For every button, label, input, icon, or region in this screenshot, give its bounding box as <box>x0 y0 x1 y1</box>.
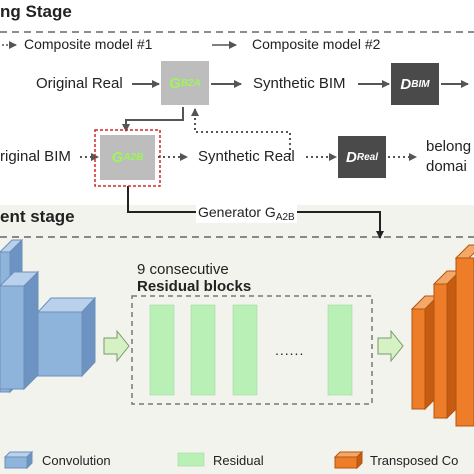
residual-block-3 <box>232 304 258 396</box>
training-stage-title: ng Stage <box>0 2 72 21</box>
belong-domain-line2: domai <box>426 158 467 175</box>
block-arrow-into-residual <box>103 329 130 363</box>
tconv-block-1 <box>411 308 426 410</box>
residual-blocks <box>149 304 353 396</box>
discriminator-real-symbol: D <box>346 148 357 166</box>
discriminator-bim-subscript: BIM <box>411 78 430 90</box>
residual-frame <box>131 295 373 405</box>
residual-block-2 <box>190 304 216 396</box>
generator-b2a-symbol: G <box>169 74 181 92</box>
generator-a2b-symbol: G <box>111 149 124 166</box>
generator-a2b-label: Generator GA2B <box>196 204 297 223</box>
residual-ellipsis: ...... <box>275 342 305 358</box>
generator-a2b-subscript: A2B <box>123 152 144 163</box>
synthetic-bim-label: Synthetic BIM <box>253 75 346 92</box>
transposed-conv-stack <box>410 244 474 427</box>
conv-block-3 <box>37 311 83 377</box>
residual-block-1 <box>149 304 175 396</box>
residual-caption-line1: 9 consecutive <box>137 261 229 278</box>
belong-domain-line1: belong <box>426 138 472 155</box>
legend-residual-swatch <box>177 452 205 467</box>
arrow-gb2a-to-ga2b <box>122 107 184 132</box>
conv-block-side-2 <box>23 270 39 391</box>
legend-composite-1: Composite model #1 <box>24 36 153 52</box>
legend-composite-2: Composite model #2 <box>252 36 381 52</box>
tconv-block-top-3 <box>454 244 474 259</box>
legend-residual-label: Residual <box>213 453 264 468</box>
original-bim-label: riginal BIM <box>0 148 71 165</box>
deployment-stage-title: ent stage <box>0 207 75 226</box>
residual-block-4 <box>327 304 353 396</box>
legend-convolution-swatch <box>3 450 34 470</box>
generator-b2a-subscript: B2A <box>180 77 201 89</box>
conv-block-2 <box>0 285 25 390</box>
ga2b-highlight <box>94 129 161 187</box>
legend-transposed-swatch <box>333 450 364 470</box>
block-arrow-out-residual <box>377 329 404 363</box>
tconv-block-3 <box>455 257 474 427</box>
residual-caption-line2: Residual blocks <box>137 278 252 295</box>
tconv-block-2 <box>433 283 448 419</box>
legend-transposed-label: Transposed Co <box>370 453 459 468</box>
discriminator-real-subscript: Real <box>356 151 378 163</box>
convolution-stack <box>0 238 97 394</box>
legend-convolution-label: Convolution <box>42 453 111 468</box>
discriminator-bim-symbol: D <box>400 75 412 93</box>
original-real-label: Original Real <box>36 75 123 92</box>
conv-block-side-3 <box>81 296 96 378</box>
arrow-synreal-to-gb2a <box>191 108 291 155</box>
synthetic-real-label: Synthetic Real <box>198 148 295 165</box>
